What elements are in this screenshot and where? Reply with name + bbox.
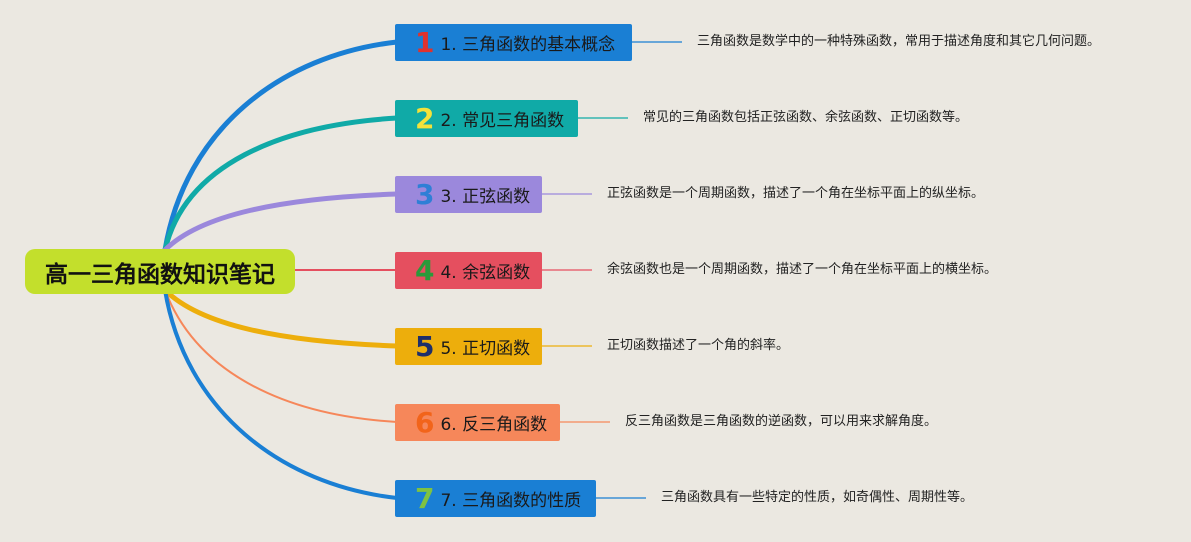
branch-node-3[interactable]: 3 3. 正弦函数 — [395, 176, 542, 213]
branch-description-4: 余弦函数也是一个周期函数，描述了一个角在坐标平面上的横坐标。 — [607, 262, 998, 277]
connector-curve-3 — [162, 191, 400, 253]
branch-description-3: 正弦函数是一个周期函数，描述了一个角在坐标平面上的纵坐标。 — [607, 186, 985, 201]
branch-label-1: 1. 三角函数的基本概念 — [440, 35, 616, 55]
branch-label-2: 2. 常见三角函数 — [440, 111, 565, 131]
branch-node-2[interactable]: 2 2. 常见三角函数 — [395, 100, 578, 137]
number-badge-1: 1 — [415, 25, 435, 59]
branch-label-7: 7. 三角函数的性质 — [440, 491, 582, 511]
branch-label-4: 4. 余弦函数 — [440, 263, 531, 283]
branch-node-7[interactable]: 7 7. 三角函数的性质 — [395, 480, 596, 517]
branch-description-2: 常见的三角函数包括正弦函数、余弦函数、正切函数等。 — [643, 110, 969, 125]
number-badge-4: 4 — [415, 253, 435, 287]
connector-curve-1 — [162, 39, 400, 253]
branch-node-1[interactable]: 1 1. 三角函数的基本概念 — [395, 24, 632, 61]
connector-curve-6 — [164, 289, 398, 423]
branch-description-5: 正切函数描述了一个角的斜率。 — [607, 338, 790, 353]
connector-curve-7 — [163, 288, 399, 500]
number-badge-2: 2 — [415, 101, 435, 135]
branch-description-1: 三角函数是数学中的一种特殊函数，常用于描述角度和其它几何问题。 — [697, 34, 1101, 49]
branch-description-7: 三角函数具有一些特定的性质，如奇偶性、周期性等。 — [661, 490, 974, 505]
number-badge-7: 7 — [415, 481, 435, 515]
branch-node-6[interactable]: 6 6. 反三角函数 — [395, 404, 560, 441]
branch-label-5: 5. 正切函数 — [440, 339, 531, 359]
root-node[interactable]: 高一三角函数知识笔记 — [25, 249, 295, 294]
branch-description-6: 反三角函数是三角函数的逆函数，可以用来求解角度。 — [625, 414, 938, 429]
root-label: 高一三角函数知识笔记 — [45, 261, 275, 288]
branch-label-6: 6. 反三角函数 — [440, 415, 548, 435]
branch-node-5[interactable]: 5 5. 正切函数 — [395, 328, 542, 365]
number-badge-6: 6 — [415, 405, 435, 439]
branch-node-4[interactable]: 4 4. 余弦函数 — [395, 252, 542, 289]
connector-curve-2 — [162, 115, 400, 253]
number-badge-3: 3 — [415, 177, 435, 211]
branch-label-3: 3. 正弦函数 — [440, 187, 531, 207]
connector-curve-5 — [162, 287, 400, 349]
number-badge-5: 5 — [415, 329, 435, 363]
